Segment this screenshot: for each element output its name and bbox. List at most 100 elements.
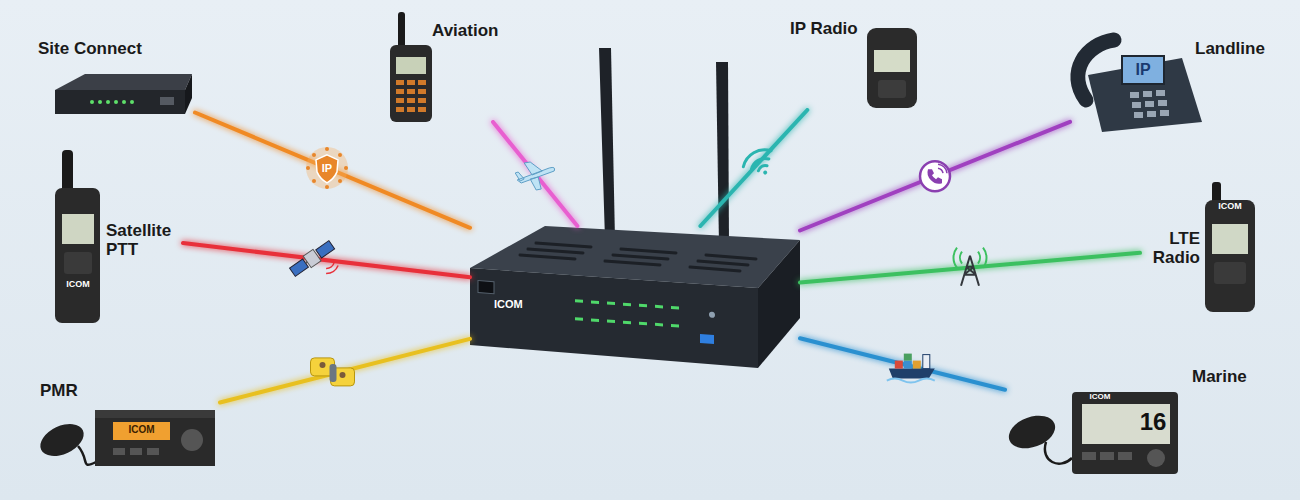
device-top (55, 74, 192, 90)
key (1158, 100, 1167, 106)
ship-icon (887, 354, 935, 383)
icon-dots (306, 147, 348, 189)
ship-hull (889, 369, 935, 379)
radio-top (95, 410, 215, 418)
key (407, 107, 415, 112)
radio-body (1205, 200, 1255, 312)
wifi-arcs (740, 145, 780, 183)
led (130, 100, 134, 104)
icon-glow (306, 147, 348, 189)
ethernet-port (478, 281, 494, 294)
radio-microphone (1004, 410, 1059, 455)
key (1118, 452, 1132, 460)
key (1147, 111, 1156, 117)
container (904, 354, 912, 361)
strut (306, 262, 308, 263)
phone-icon (920, 161, 950, 191)
dot (338, 153, 342, 157)
person (340, 372, 346, 378)
device-front (55, 90, 185, 114)
device-label: IP Radio (790, 20, 870, 39)
router-leds (575, 299, 679, 327)
container (904, 361, 912, 369)
router-side (758, 240, 800, 368)
key (407, 98, 415, 103)
link-line (493, 122, 577, 226)
router-antenna (599, 48, 615, 240)
radio-body (55, 188, 100, 323)
key (1130, 92, 1139, 98)
dot (325, 147, 329, 151)
vent-slot (690, 267, 740, 271)
device-label: LTE Radio (1140, 230, 1200, 267)
vent-slot (706, 255, 756, 259)
satellite (288, 239, 335, 278)
dot (338, 179, 342, 183)
dot (306, 166, 310, 170)
key (418, 89, 426, 94)
solar-panel (316, 241, 335, 258)
key (1145, 101, 1154, 107)
key (396, 107, 404, 112)
port (160, 97, 174, 105)
pmr-node: PMRICOM (35, 380, 220, 472)
radio-buttons (1082, 449, 1165, 467)
gateway-router-node: ICOM (470, 226, 800, 368)
vent-slot (605, 261, 660, 265)
key (418, 80, 426, 85)
led (623, 321, 631, 325)
marine-radio (1004, 392, 1178, 474)
marine-node: MarineICOM16 (1005, 365, 1255, 477)
radio-screen (62, 214, 94, 244)
pmr-mobile-radio (35, 410, 215, 466)
radio-buttons (64, 252, 92, 274)
phone-screen (1122, 56, 1164, 84)
led (591, 300, 599, 304)
water (887, 379, 935, 383)
key (407, 80, 415, 85)
key (396, 80, 404, 85)
screen-text: IP (1122, 61, 1164, 79)
led (90, 100, 94, 104)
radio-microphone (35, 418, 89, 463)
key (407, 89, 415, 94)
radio-antenna (62, 150, 73, 192)
link-line (220, 339, 470, 403)
key (130, 448, 142, 455)
router-front (470, 268, 758, 368)
vent-slot (613, 255, 668, 259)
signal-arcs (938, 164, 947, 173)
key (1143, 91, 1152, 97)
tower (961, 256, 979, 286)
bridge (923, 355, 930, 369)
satellite-ptt-node: Satellite PTTICOM (48, 145, 183, 325)
key (1132, 102, 1141, 108)
keypad (396, 80, 426, 112)
radio-buttons (113, 429, 203, 455)
radio-screen (396, 57, 426, 74)
cell-tower-icon (953, 248, 986, 286)
key (1134, 112, 1143, 118)
signal-arcs (326, 263, 338, 274)
led (114, 100, 118, 104)
mic-cord (1045, 442, 1072, 464)
wifi-icon (740, 145, 780, 183)
led (98, 100, 102, 104)
led (607, 320, 615, 324)
link-line (800, 338, 1005, 389)
key (418, 98, 426, 103)
dot (325, 185, 329, 189)
radio-body (390, 45, 432, 122)
vent-slot (698, 261, 748, 265)
led (575, 299, 583, 303)
dot (312, 153, 316, 157)
airplane-icon (515, 162, 554, 190)
handset (927, 169, 942, 184)
led (671, 306, 679, 310)
brand-logo: ICOM (56, 280, 100, 290)
radio-screen (113, 422, 170, 440)
led (655, 323, 663, 327)
solar-panel (290, 259, 309, 276)
